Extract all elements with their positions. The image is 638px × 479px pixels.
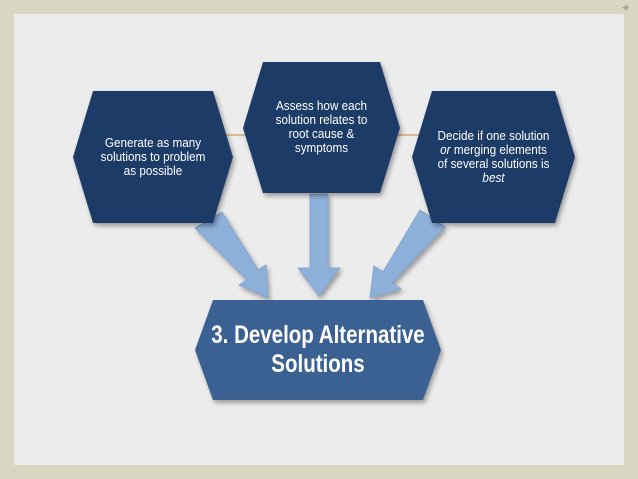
- assess-line-3: root cause &: [288, 126, 355, 141]
- assess-line-2: solution relates to: [275, 112, 368, 127]
- hexagon-develop: [195, 300, 441, 400]
- generate-line-2: solutions to problem: [100, 149, 206, 164]
- generate-line-1: Generate as many: [104, 135, 202, 150]
- arrow-right-to-main: [369, 209, 446, 299]
- hexagon-assess: [243, 62, 400, 193]
- decide-line-2-rest: merging elements: [450, 142, 547, 157]
- decide-line-1: Decide if one solution: [437, 128, 550, 143]
- arrow-center-to-main: [297, 193, 341, 297]
- develop-line-1: 3. Develop Alternative: [211, 321, 425, 349]
- develop-line-2: Solutions: [271, 350, 365, 378]
- hexagon-decide-label: Decide if one solution or merging elemen…: [425, 101, 563, 213]
- assess-line-4: symptoms: [294, 140, 349, 155]
- arrow-left-to-main: [194, 211, 269, 299]
- hexagon-decide: [412, 91, 575, 223]
- assess-line-1: Assess how each: [275, 98, 368, 113]
- decide-line-2: or merging elements: [440, 143, 547, 157]
- decide-line-2-italic: or: [440, 142, 451, 157]
- sparkle-icon: ✦: [621, 1, 632, 15]
- generate-line-3: as possible: [123, 163, 183, 178]
- decide-line-3: of several solutions is: [437, 156, 550, 171]
- hexagon-assess-label: Assess how each solution relates to root…: [255, 72, 387, 182]
- hexagon-generate-label: Generate as many solutions to problem as…: [86, 101, 221, 213]
- decide-line-4: best: [482, 170, 505, 185]
- hexagon-generate: [73, 91, 233, 223]
- hexagon-develop-label: 3. Develop Alternative Solutions: [211, 305, 424, 395]
